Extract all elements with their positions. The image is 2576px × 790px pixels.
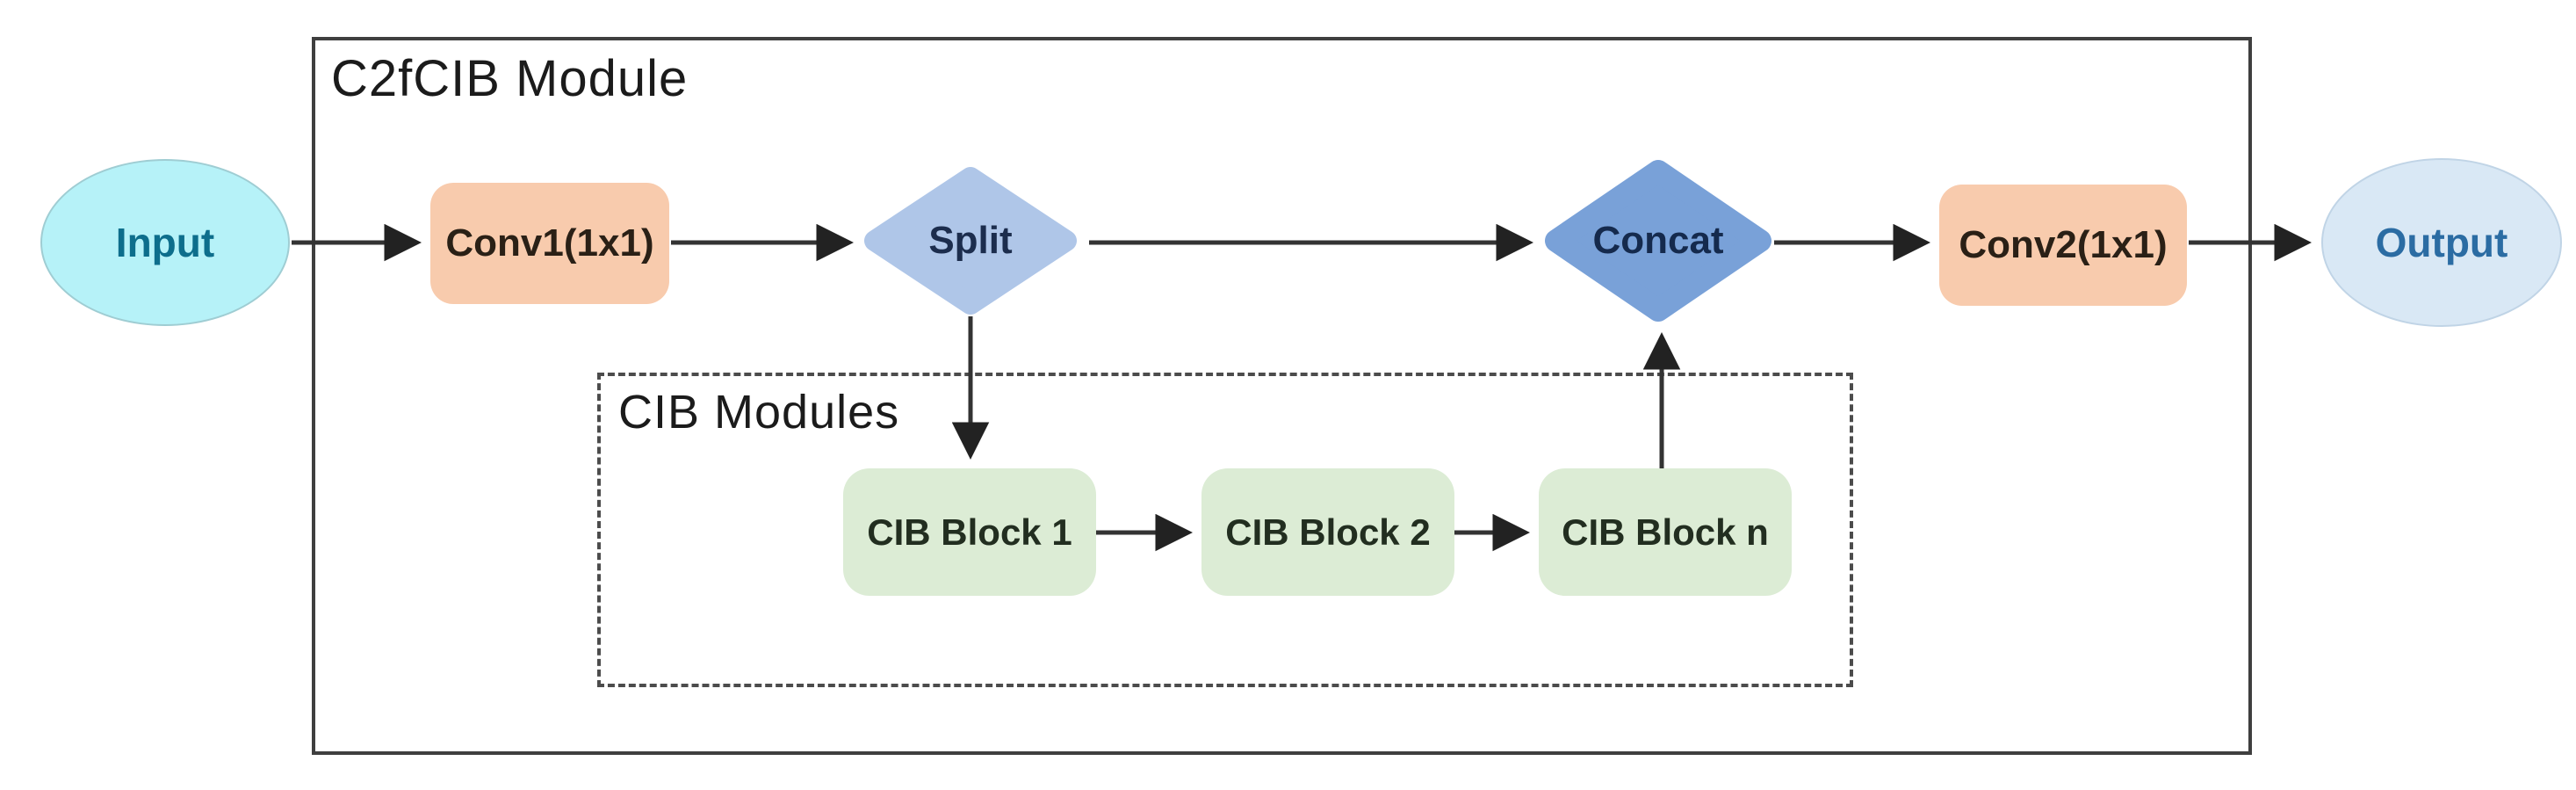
conv1-node: Conv1(1x1) <box>430 183 669 304</box>
conv2-node: Conv2(1x1) <box>1939 185 2187 306</box>
cib-block-n-label: CIB Block n <box>1562 511 1769 553</box>
cib-modules-label: CIB Modules <box>618 386 900 438</box>
concat-diamond-shape <box>1545 160 1771 322</box>
conv2-label: Conv2(1x1) <box>1959 223 2168 266</box>
conv1-label: Conv1(1x1) <box>445 221 654 265</box>
cib-block-n-node: CIB Block n <box>1539 468 1792 596</box>
split-diamond-shape <box>864 167 1077 315</box>
cib-modules-box <box>597 373 1853 687</box>
output-node: Output <box>2321 158 2562 327</box>
input-node: Input <box>40 159 290 326</box>
output-label: Output <box>2375 220 2508 265</box>
concat-node: Concat <box>1544 159 1772 323</box>
c2fcib-module-label: C2fCIB Module <box>331 50 689 107</box>
cib-block-2-node: CIB Block 2 <box>1201 468 1454 596</box>
split-label: Split <box>928 219 1013 262</box>
c2fcib-module-box <box>312 37 2252 755</box>
cib-block-2-label: CIB Block 2 <box>1225 511 1431 553</box>
concat-label: Concat <box>1592 219 1724 262</box>
input-label: Input <box>115 220 215 265</box>
cib-block-1-node: CIB Block 1 <box>843 468 1096 596</box>
cib-block-1-label: CIB Block 1 <box>867 511 1072 553</box>
split-node: Split <box>863 166 1078 315</box>
